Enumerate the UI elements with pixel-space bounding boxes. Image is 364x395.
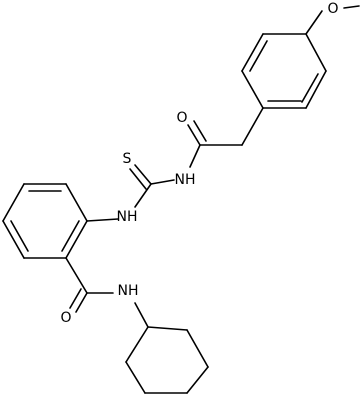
methoxy-oxygen-label: O (327, 1, 338, 17)
thiourea-group (86, 164, 175, 222)
cyclohexyl-nh-label: NH (118, 283, 139, 299)
benzamide-ring (2, 183, 88, 259)
methoxy-group (305, 5, 360, 35)
acetyl-linker (187, 107, 264, 168)
cyclohexyl-ring (125, 326, 209, 394)
benzamide-oxygen-label: O (60, 310, 71, 326)
acyl-nh-label: NH (175, 172, 196, 188)
aryl-nh-label: NH (117, 209, 138, 225)
benzamide-carbonyl (65, 257, 149, 328)
thione-sulfur-label: S (123, 151, 132, 167)
methoxyphenyl-ring (241, 33, 327, 109)
acyl-oxygen-label: O (176, 110, 187, 126)
